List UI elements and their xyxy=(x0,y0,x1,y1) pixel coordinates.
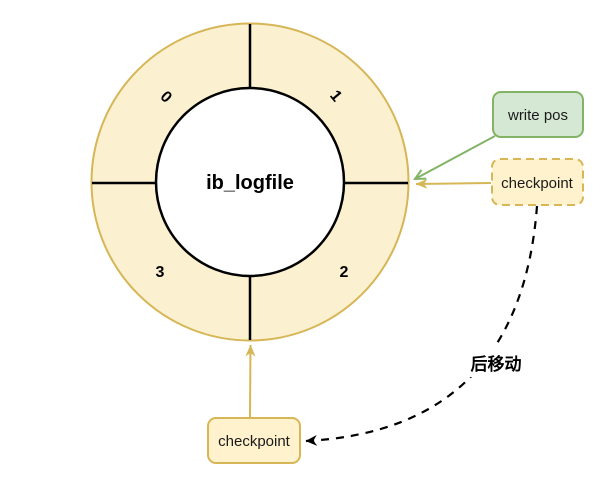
logfile-title: ib_logfile xyxy=(206,172,294,194)
checkpoint-bottom-node: checkpoint xyxy=(207,417,301,464)
checkpoint-bottom-arrow xyxy=(245,344,256,418)
write-pos-arrow xyxy=(413,135,496,181)
checkpoint-bottom-box xyxy=(207,417,301,464)
checkpoint-right-label: checkpoint xyxy=(501,175,574,192)
write-pos-node: write pos xyxy=(492,91,584,138)
write-pos-label: write pos xyxy=(507,107,568,124)
move-annotation-backing xyxy=(463,347,529,377)
segment-label-2: 2 xyxy=(340,264,349,281)
logfile-ring-inner-circle xyxy=(154,86,346,278)
segment-label-3: 3 xyxy=(156,264,165,281)
checkpoint-right-arrow xyxy=(415,178,492,189)
checkpoint-right-node: checkpoint xyxy=(491,158,584,206)
write-pos-box xyxy=(492,91,584,138)
checkpoint-right-box xyxy=(491,158,584,206)
checkpoint-bottom-label: checkpoint xyxy=(218,433,291,450)
move-annotation-label: 后移动 xyxy=(471,354,522,374)
